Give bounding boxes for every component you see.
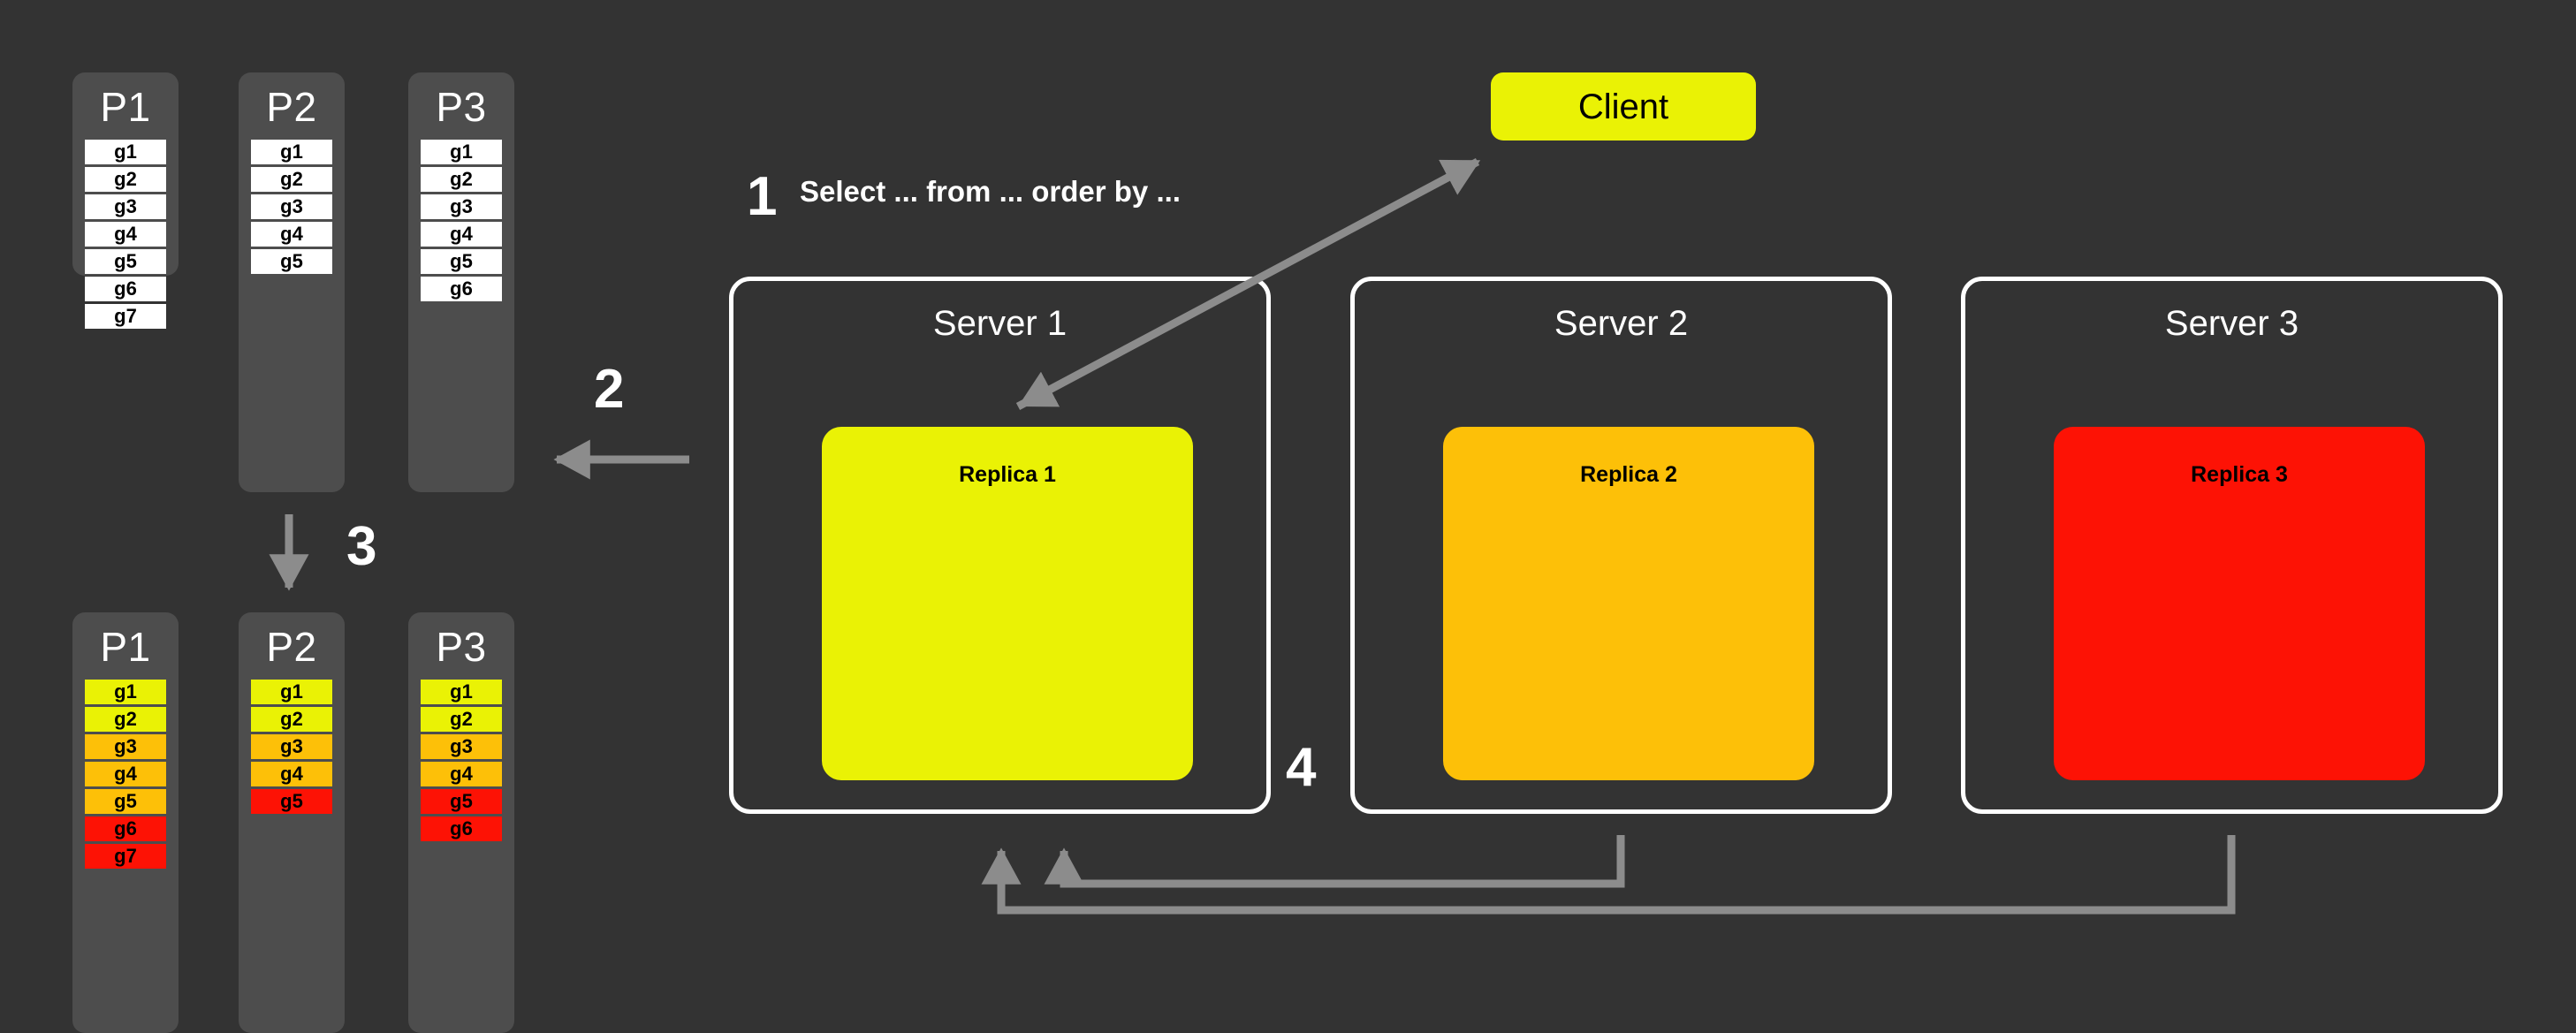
partition-title: P2 bbox=[266, 84, 317, 130]
partition-cell: g4 bbox=[251, 222, 332, 247]
partition-cell: g6 bbox=[421, 817, 502, 841]
partition-cell: g5 bbox=[251, 249, 332, 274]
partition-cell: g5 bbox=[421, 249, 502, 274]
query-text: Select ... from ... order by ... bbox=[800, 175, 1181, 208]
partition-cell: g5 bbox=[251, 789, 332, 814]
partition-column-before-p2: P2 g1 g2 g3 g4 g5 bbox=[239, 72, 345, 492]
server-box-2: Server 2 Replica 2 bbox=[1350, 277, 1892, 814]
cell-stack: g1 g2 g3 g4 g5 bbox=[239, 680, 345, 814]
replica-box-2[interactable]: Replica 2 bbox=[1443, 427, 1814, 780]
partition-title: P2 bbox=[266, 624, 317, 670]
partition-cell: g3 bbox=[85, 194, 166, 219]
server-title: Server 2 bbox=[1554, 304, 1689, 343]
partition-cell: g3 bbox=[85, 734, 166, 759]
arrow-step-4-server3-to-server1 bbox=[981, 835, 2236, 915]
partition-column-before-p3: P3 g1 g2 g3 g4 g5 g6 bbox=[408, 72, 514, 492]
partition-cell: g1 bbox=[85, 680, 166, 704]
partition-cell: g1 bbox=[85, 140, 166, 164]
partition-title: P3 bbox=[436, 84, 487, 130]
client-box[interactable]: Client bbox=[1491, 72, 1756, 141]
partition-cell: g3 bbox=[251, 734, 332, 759]
cell-stack: g1 g2 g3 g4 g5 g6 g7 bbox=[72, 680, 179, 869]
partition-cell: g5 bbox=[85, 789, 166, 814]
partition-cell: g6 bbox=[421, 277, 502, 301]
partition-column-before-p1: P1 g1 g2 g3 g4 g5 g6 g7 bbox=[72, 72, 179, 329]
server-title: Server 1 bbox=[932, 304, 1068, 343]
step-number-1: 1 bbox=[747, 166, 778, 227]
partition-cell: g3 bbox=[421, 194, 502, 219]
step-number-2: 2 bbox=[594, 359, 625, 420]
partition-cell: g5 bbox=[421, 789, 502, 814]
partition-cell: g4 bbox=[85, 222, 166, 247]
server-box-3: Server 3 Replica 3 bbox=[1961, 277, 2503, 814]
partition-column-after-p2: P2 g1 g2 g3 g4 g5 bbox=[239, 612, 345, 1033]
partition-cell: g2 bbox=[85, 707, 166, 732]
partition-title: P3 bbox=[436, 624, 487, 670]
replica-label: Replica 2 bbox=[1580, 462, 1677, 487]
partition-cell: g4 bbox=[421, 222, 502, 247]
partition-cell: g3 bbox=[421, 734, 502, 759]
partition-cell: g2 bbox=[421, 707, 502, 732]
partition-cell: g2 bbox=[251, 707, 332, 732]
partition-cell: g4 bbox=[421, 762, 502, 786]
replica-label: Replica 1 bbox=[959, 462, 1056, 487]
cell-stack: g1 g2 g3 g4 g5 bbox=[239, 140, 345, 274]
partition-cell: g2 bbox=[421, 167, 502, 192]
cell-stack: g1 g2 g3 g4 g5 g6 bbox=[408, 140, 514, 301]
server-box-1: Server 1 Replica 1 bbox=[729, 277, 1271, 814]
partition-cell: g2 bbox=[85, 167, 166, 192]
partition-column-after-p1: P1 g1 g2 g3 g4 g5 g6 g7 bbox=[72, 612, 179, 1033]
partition-cell: g3 bbox=[251, 194, 332, 219]
server-title: Server 3 bbox=[2164, 304, 2299, 343]
replica-box-3[interactable]: Replica 3 bbox=[2054, 427, 2425, 780]
partition-cell: g2 bbox=[251, 167, 332, 192]
cell-stack: g1 g2 g3 g4 g5 g6 bbox=[408, 680, 514, 841]
partition-cell: g6 bbox=[85, 277, 166, 301]
partition-cell: g1 bbox=[421, 140, 502, 164]
partition-cell: g4 bbox=[251, 762, 332, 786]
arrow-step-4-server2-to-server1 bbox=[1044, 835, 1625, 888]
replica-label: Replica 3 bbox=[2191, 462, 2288, 487]
partition-cell: g7 bbox=[85, 304, 166, 329]
step-number-4: 4 bbox=[1286, 737, 1317, 798]
partition-cell: g5 bbox=[85, 249, 166, 274]
client-label: Client bbox=[1577, 87, 1669, 126]
partition-cell: g7 bbox=[85, 844, 166, 869]
step-number-3: 3 bbox=[346, 516, 377, 577]
partition-cell: g1 bbox=[251, 680, 332, 704]
partition-cell: g1 bbox=[251, 140, 332, 164]
partition-title: P1 bbox=[100, 624, 151, 670]
partition-cell: g1 bbox=[421, 680, 502, 704]
partition-cell: g6 bbox=[85, 817, 166, 841]
partition-column-after-p3: P3 g1 g2 g3 g4 g5 g6 bbox=[408, 612, 514, 1033]
partition-title: P1 bbox=[100, 84, 151, 130]
replica-box-1[interactable]: Replica 1 bbox=[822, 427, 1193, 780]
cell-stack: g1 g2 g3 g4 g5 g6 g7 bbox=[72, 140, 179, 329]
partition-cell: g4 bbox=[85, 762, 166, 786]
